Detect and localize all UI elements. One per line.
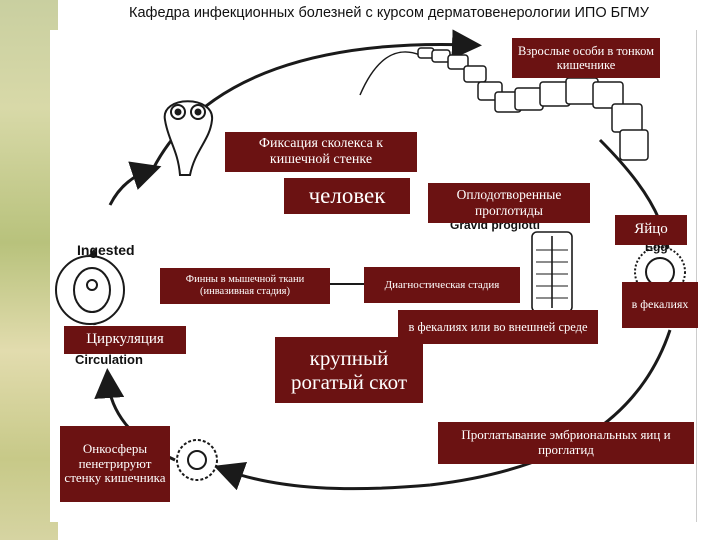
cycle-arrow-human	[108, 161, 162, 206]
box-feces-environment: в фекалиях или во внешней среде	[398, 310, 598, 344]
box-diagnostic: Диагностическая стадия	[364, 267, 520, 303]
box-egg: Яйцо	[615, 215, 687, 245]
box-cysticerci: Финны в мышечной ткани (инвазивная стади…	[160, 268, 330, 304]
decorative-leaf-strip	[0, 0, 58, 540]
gravid-proglottid-illustration	[531, 231, 573, 313]
cysticercus-illustration	[55, 255, 125, 325]
scolex-illustration	[163, 100, 214, 176]
cycle-arrow-bottom	[213, 462, 431, 491]
box-scolex-fixation: Фиксация сколекса к кишечной стенке	[225, 132, 417, 172]
box-proglottids: Оплодотворенные проглотиды	[428, 183, 590, 223]
label-circulation: Circulation	[75, 352, 143, 367]
box-human: человек	[284, 178, 410, 214]
box-in-feces: в фекалиях	[622, 282, 698, 328]
box-oncospheres: Онкосферы пенетрируют стенку кишечника	[60, 426, 170, 502]
box-ingestion: Проглатывание эмбриональных яиц и прогла…	[438, 422, 694, 464]
box-cattle: крупный рогатый скот	[275, 337, 423, 403]
label-ingested: Ingested	[77, 242, 135, 258]
tapeworm-illustration	[359, 47, 649, 161]
box-adults: Взрослые особи в тонком кишечнике	[512, 38, 660, 78]
page-header: Кафедра инфекционных болезней с курсом д…	[58, 0, 720, 28]
oncosphere-illustration	[176, 439, 218, 481]
box-circulation: Циркуляция	[64, 326, 186, 354]
